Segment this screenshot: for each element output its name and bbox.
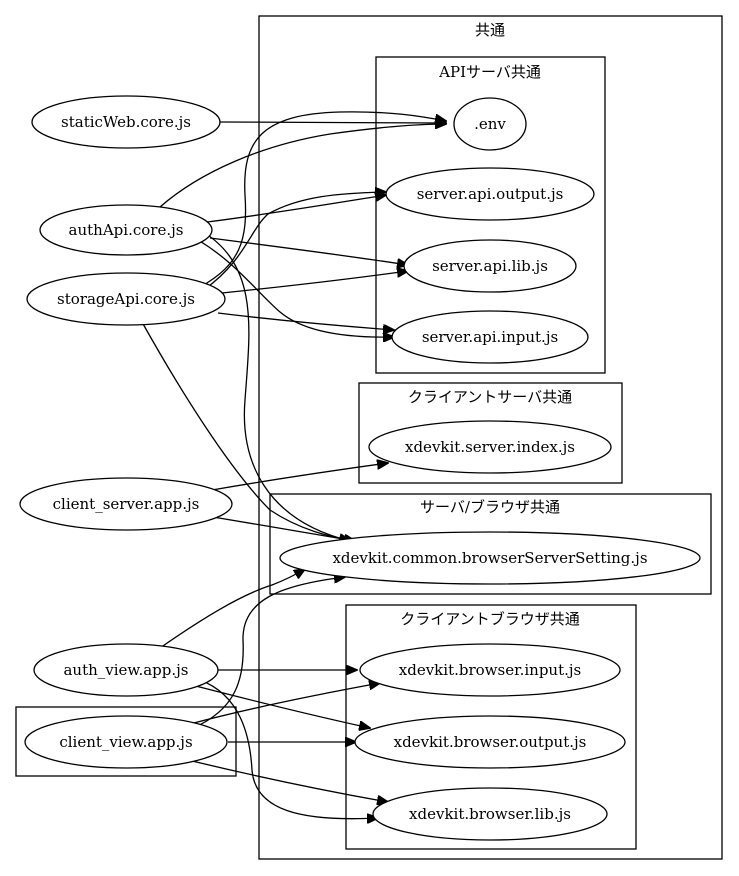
node-storageapi-label: storageApi.core.js bbox=[57, 290, 195, 308]
node-authapi-shape bbox=[39, 204, 213, 256]
node-browserserversetting[interactable]: xdevkit.common.browserServerSetting.js bbox=[279, 531, 701, 585]
node-serverapilib[interactable]: server.api.lib.js bbox=[403, 239, 577, 293]
edge-storageapi-setting bbox=[141, 321, 355, 541]
node-browserlib-shape bbox=[372, 787, 608, 841]
node-env-label: .env bbox=[474, 115, 506, 133]
cluster-common-box bbox=[258, 15, 723, 860]
node-serverapilib-shape bbox=[403, 239, 577, 293]
node-staticweb-label: staticWeb.core.js bbox=[61, 113, 191, 131]
node-serverapioutput-shape bbox=[385, 167, 595, 221]
cluster-server-browser-box bbox=[269, 493, 712, 595]
node-authviewapp[interactable]: auth_view.app.js bbox=[33, 643, 219, 697]
node-xdevkitserverindex[interactable]: xdevkit.server.index.js bbox=[368, 420, 612, 474]
node-clientviewapp-label: client_view.app.js bbox=[59, 733, 192, 751]
edge-authview-setting bbox=[159, 569, 305, 649]
node-serverapiinput-label: server.api.input.js bbox=[422, 328, 558, 346]
edge-clientserver-setting bbox=[212, 516, 355, 541]
node-clientviewapp[interactable]: client_view.app.js bbox=[24, 715, 228, 769]
node-storageapi-shape bbox=[26, 272, 226, 326]
node-browseroutput-label: xdevkit.browser.output.js bbox=[394, 733, 587, 751]
node-browseroutput[interactable]: xdevkit.browser.output.js bbox=[354, 715, 626, 769]
node-browserserversetting-label: xdevkit.common.browserServerSetting.js bbox=[332, 549, 647, 567]
node-storageapi[interactable]: storageApi.core.js bbox=[26, 272, 226, 326]
edge-storageapi-env bbox=[199, 111, 446, 288]
node-browserlib[interactable]: xdevkit.browser.lib.js bbox=[372, 787, 608, 841]
edge-clientserver-index bbox=[211, 463, 388, 491]
node-serverapiinput[interactable]: server.api.input.js bbox=[391, 310, 589, 364]
cluster-client-browser-label: クライアントブラウザ共通 bbox=[400, 610, 579, 628]
nodes: staticWeb.core.js authApi.core.js storag… bbox=[19, 95, 701, 841]
node-authapi-label: authApi.core.js bbox=[69, 221, 184, 239]
cluster-api-server: APIサーバ共通 bbox=[375, 56, 606, 374]
edge-authview-output bbox=[187, 683, 370, 728]
cluster-server-browser: サーバ/ブラウザ共通 bbox=[269, 493, 712, 595]
cluster-api-server-box bbox=[375, 56, 606, 374]
edge-clientview-lib bbox=[187, 759, 388, 802]
node-serverapioutput[interactable]: server.api.output.js bbox=[385, 167, 595, 221]
edges bbox=[141, 111, 446, 819]
node-clientserverapp-shape bbox=[19, 477, 233, 531]
node-xdevkitserverindex-label: xdevkit.server.index.js bbox=[405, 438, 575, 456]
node-xdevkitserverindex-shape bbox=[368, 420, 612, 474]
edge-authview-lib bbox=[199, 679, 378, 819]
node-serverapioutput-label: server.api.output.js bbox=[417, 185, 564, 203]
edge-storageapi-output bbox=[204, 192, 386, 290]
node-browserinput-label: xdevkit.browser.input.js bbox=[399, 661, 581, 679]
node-browserinput[interactable]: xdevkit.browser.input.js bbox=[359, 643, 621, 697]
edge-authapi-env bbox=[159, 124, 446, 208]
edge-staticweb-env bbox=[218, 122, 446, 123]
edge-authapi-setting bbox=[199, 229, 350, 541]
node-authviewapp-shape bbox=[33, 643, 219, 697]
node-clientserverapp-label: client_server.app.js bbox=[53, 495, 200, 513]
edge-authapi-output bbox=[206, 195, 386, 223]
node-authviewapp-label: auth_view.app.js bbox=[63, 661, 188, 679]
cluster-common: 共通 bbox=[258, 15, 723, 860]
cluster-client-server-box bbox=[358, 382, 623, 484]
node-clientserverapp[interactable]: client_server.app.js bbox=[19, 477, 233, 531]
edge-clientview-input bbox=[189, 683, 380, 725]
node-serverapiinput-shape bbox=[391, 310, 589, 364]
node-browserinput-shape bbox=[359, 643, 621, 697]
edge-authapi-lib bbox=[209, 237, 408, 265]
node-serverapilib-label: server.api.lib.js bbox=[432, 257, 548, 275]
cluster-common-label: 共通 bbox=[475, 21, 505, 39]
edge-clientview-setting bbox=[192, 577, 345, 729]
node-env-shape bbox=[453, 97, 527, 151]
node-staticweb-shape bbox=[31, 95, 221, 149]
node-staticweb[interactable]: staticWeb.core.js bbox=[31, 95, 221, 149]
node-browserserversetting-shape bbox=[279, 531, 701, 585]
edge-authapi-input bbox=[197, 239, 394, 337]
cluster-client-server: クライアントサーバ共通 bbox=[358, 382, 623, 484]
cluster-server-browser-label: サーバ/ブラウザ共通 bbox=[420, 498, 560, 516]
node-env[interactable]: .env bbox=[453, 97, 527, 151]
cluster-client-server-label: クライアントサーバ共通 bbox=[408, 388, 572, 406]
node-browserlib-label: xdevkit.browser.lib.js bbox=[409, 805, 571, 823]
node-authapi[interactable]: authApi.core.js bbox=[39, 204, 213, 256]
cluster-client-browser: クライアントブラウザ共通 bbox=[345, 604, 637, 850]
node-browseroutput-shape bbox=[354, 715, 626, 769]
cluster-api-server-label: APIサーバ共通 bbox=[438, 63, 541, 81]
edge-storageapi-lib bbox=[221, 271, 408, 294]
edge-storageapi-input bbox=[217, 312, 394, 330]
cluster-client-browser-box bbox=[345, 604, 637, 850]
node-clientviewapp-shape bbox=[24, 715, 228, 769]
